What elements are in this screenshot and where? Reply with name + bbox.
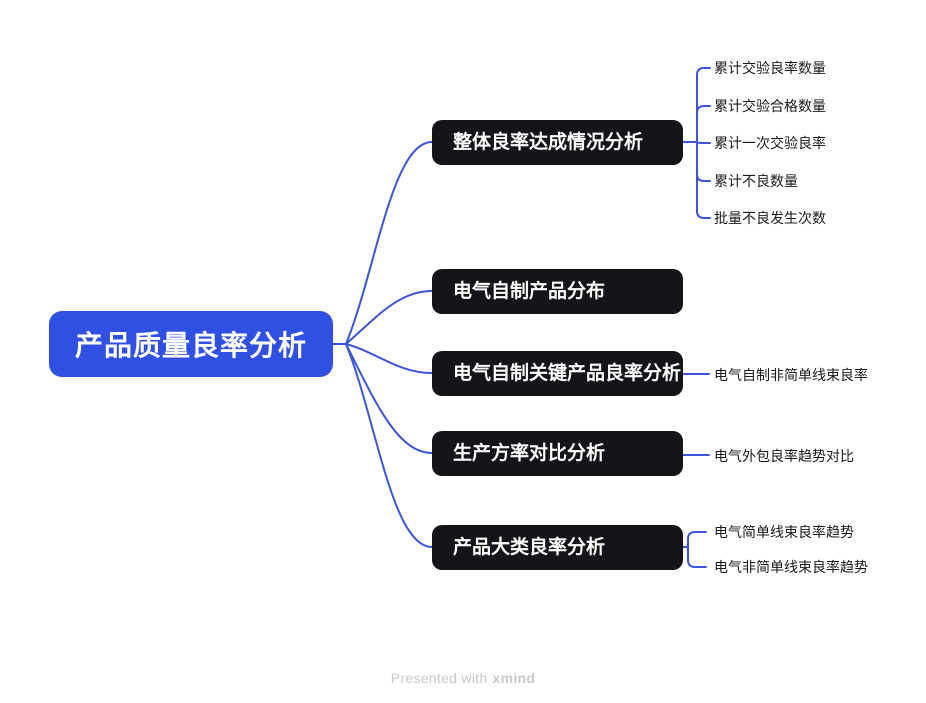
- leaf-topic-batch-defect-occurrences[interactable]: 批量不良发生次数: [714, 210, 826, 226]
- connector-branch-1-leaf-2: [696, 105, 711, 143]
- connector-branch-1-leaf-1: [696, 67, 711, 143]
- leaf-topic-cumulative-defect-qty[interactable]: 累计不良数量: [714, 173, 798, 189]
- connector-root-branch-4: [345, 343, 433, 454]
- connector-branch-1-leaf-5: [696, 141, 711, 219]
- connector-root-branch-1: [345, 141, 433, 345]
- connector-branch-1-leaf-3: [696, 141, 711, 144]
- leaf-topic-non-simple-harness-yield-trend[interactable]: 电气非简单线束良率趋势: [714, 559, 868, 575]
- leaf-topic-inhouse-non-simple-harness-yield[interactable]: 电气自制非简单线束良率: [714, 367, 868, 383]
- leaf-topic-cumulative-inspection-yield-qty[interactable]: 累计交验良率数量: [714, 60, 826, 76]
- connector-root-branch-2: [345, 290, 433, 345]
- watermark-text: Presented with: [390, 670, 488, 686]
- connector-root-branch-5: [345, 343, 433, 548]
- branch-topic-overall-yield-analysis[interactable]: 整体良率达成情况分析: [432, 120, 683, 165]
- connector-branch-1-leaf-4: [696, 141, 711, 182]
- connector-root-branch-3: [345, 343, 433, 374]
- connector-branch-5-leaf-1: [687, 531, 707, 548]
- connector-branch-5-leaf-2: [687, 546, 707, 568]
- branch-topic-key-product-yield-analysis[interactable]: 电气自制关键产品良率分析: [432, 351, 683, 396]
- branch-topic-inhouse-product-distribution[interactable]: 电气自制产品分布: [432, 269, 683, 314]
- root-topic[interactable]: 产品质量良率分析: [49, 311, 333, 377]
- leaf-topic-simple-harness-yield-trend[interactable]: 电气简单线束良率趋势: [714, 524, 854, 540]
- branch-topic-product-category-yield-analysis[interactable]: 产品大类良率分析: [432, 525, 683, 570]
- branch-topic-production-method-comparison[interactable]: 生产方率对比分析: [432, 431, 683, 476]
- leaf-topic-cumulative-inspection-pass-qty[interactable]: 累计交验合格数量: [714, 98, 826, 114]
- leaf-topic-outsourced-yield-trend-comparison[interactable]: 电气外包良率趋势对比: [714, 448, 854, 464]
- watermark-brand: xmind: [492, 670, 536, 686]
- leaf-topic-cumulative-first-pass-yield[interactable]: 累计一次交验良率: [714, 135, 826, 151]
